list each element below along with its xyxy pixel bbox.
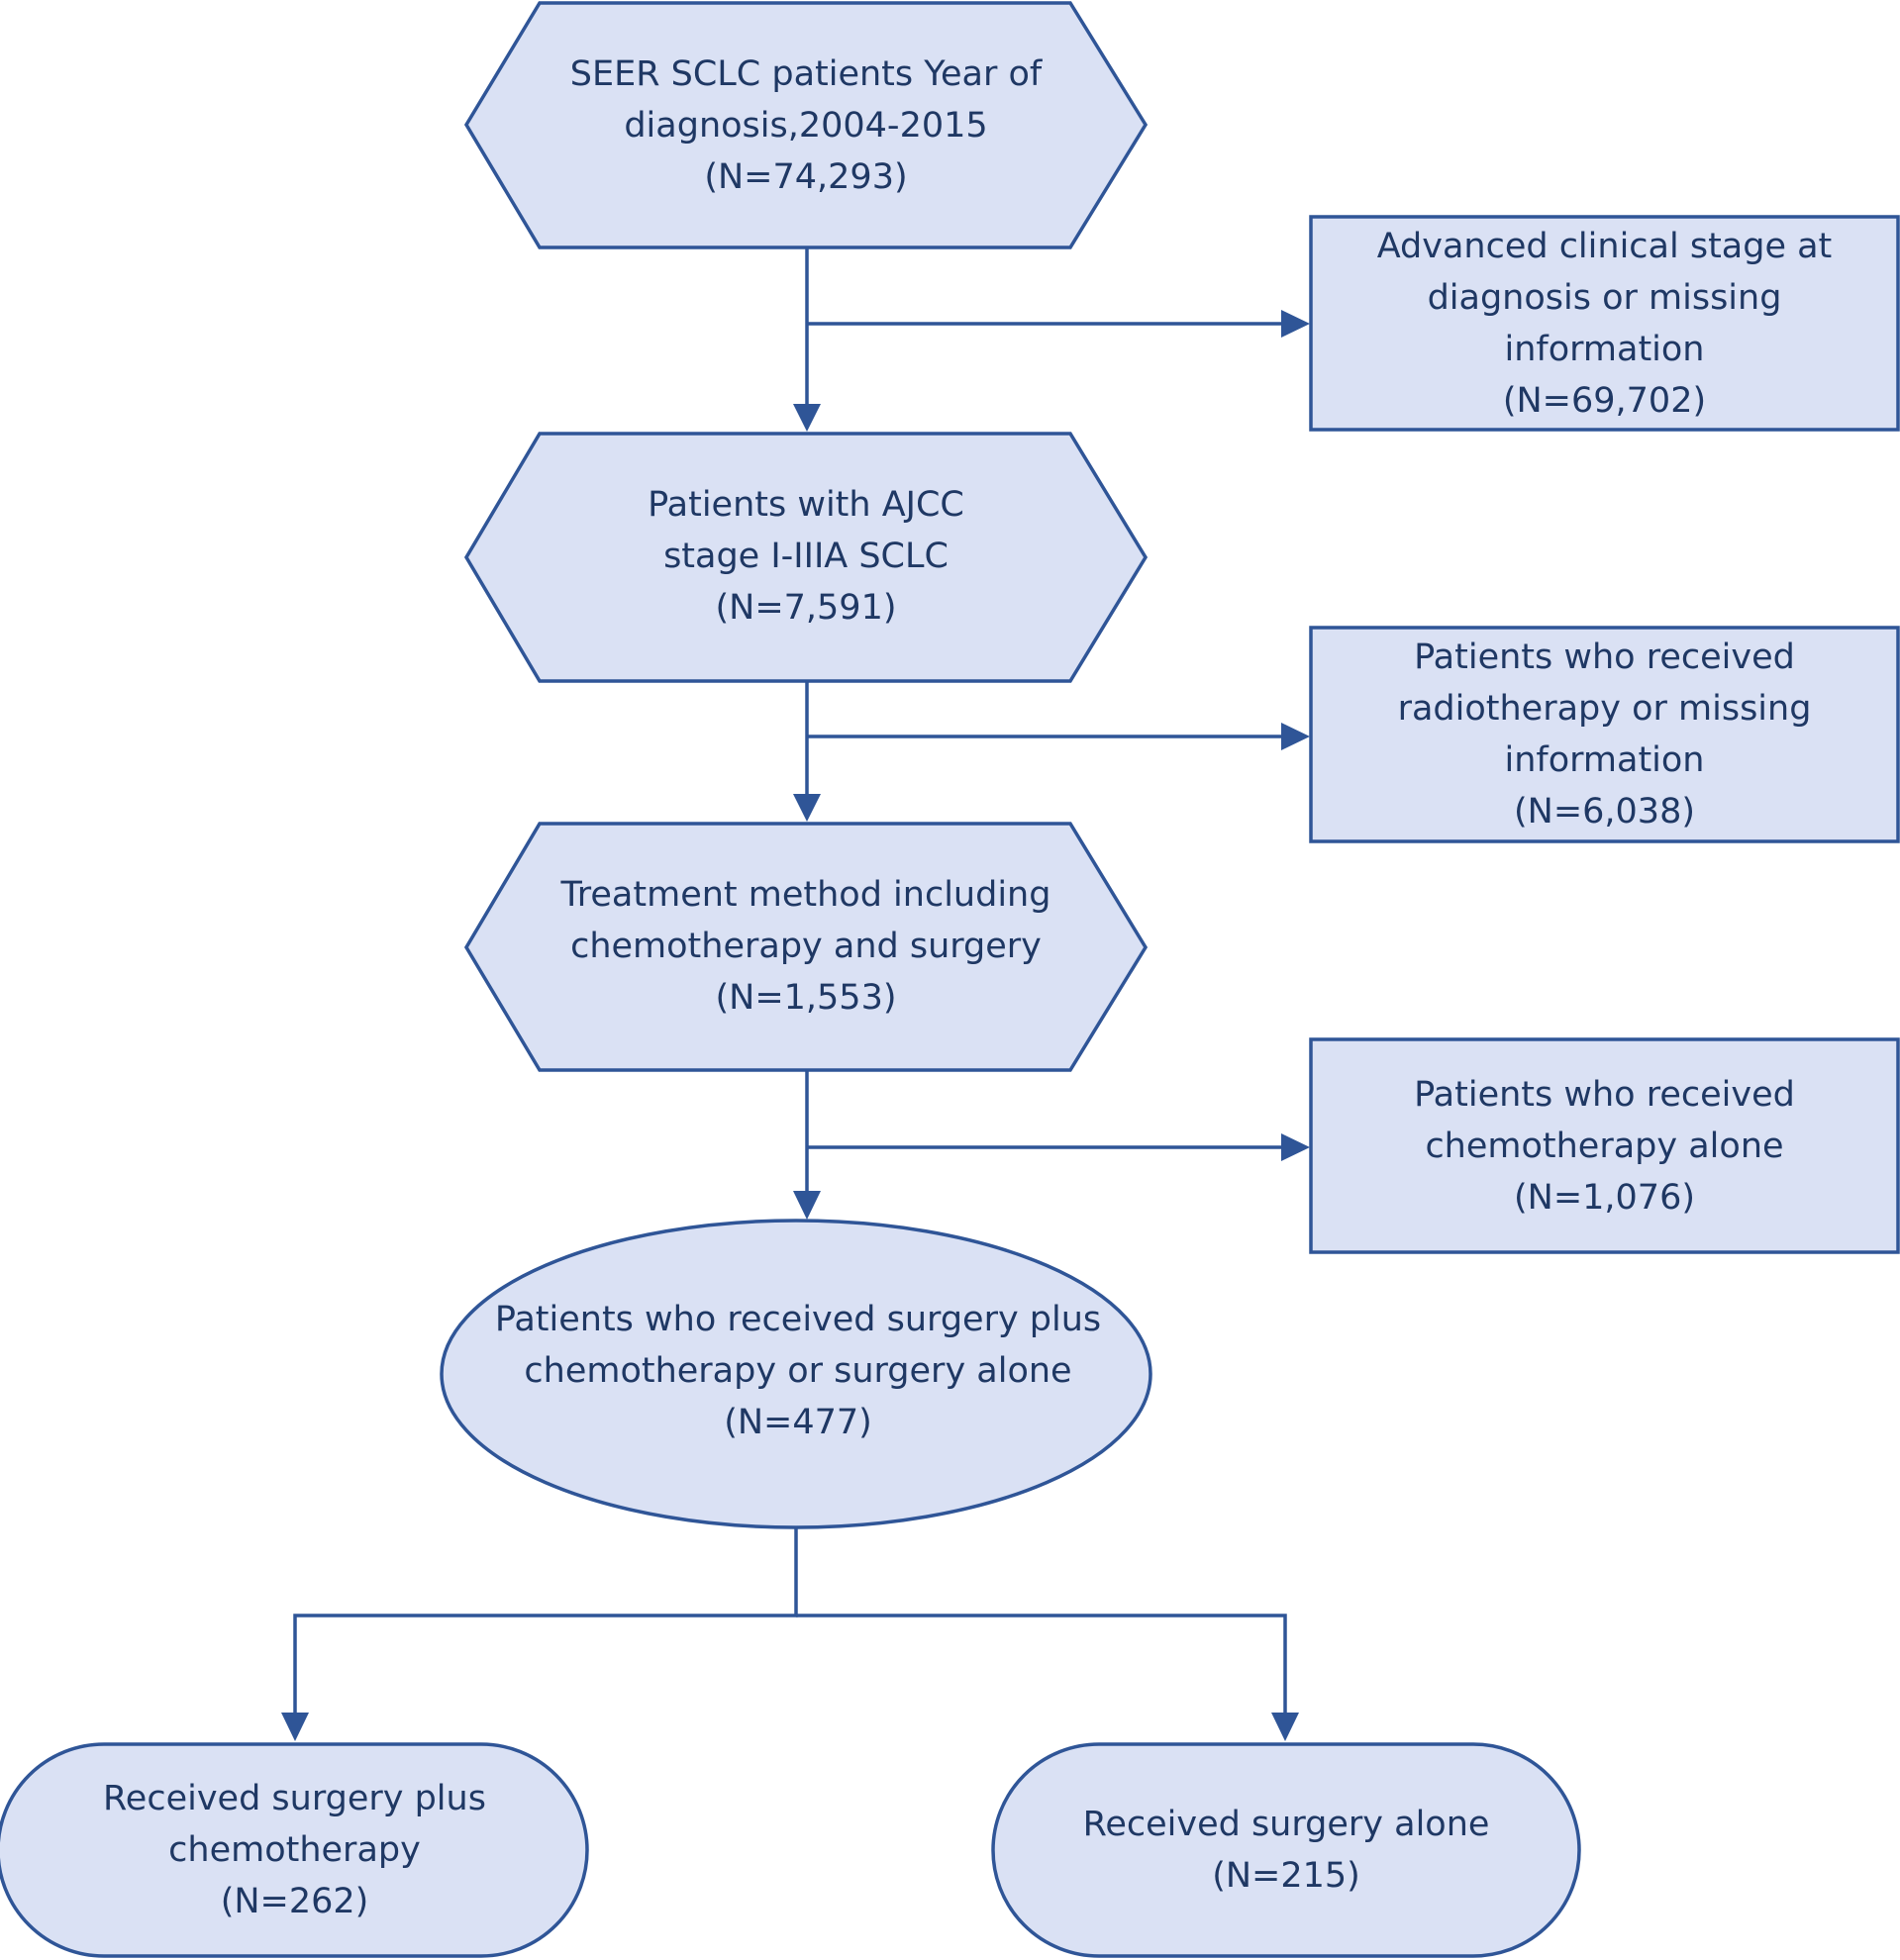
excl-chemo-node-label: Patients who received chemotherapy alone (… [1311, 1039, 1898, 1252]
ajcc-node-shape [463, 432, 1149, 683]
node-label-line: chemotherapy or surgery alone [524, 1351, 1072, 1391]
node-label-line: Patients who received [1414, 1074, 1795, 1115]
node-label-line: chemotherapy alone [1425, 1126, 1784, 1166]
edge-ajcc-excl-radio-arrowhead [1281, 723, 1310, 750]
node-label-line: information [1504, 740, 1705, 780]
node-label-line: (N=6,038) [1513, 792, 1695, 832]
node-label-line: (N=262) [220, 1882, 369, 1921]
node-label-line: stage I-IIIA SCLC [663, 537, 949, 576]
node-label-line: Received surgery plus [103, 1779, 486, 1818]
surg-alone-node-label: Received surgery alone (N=215) [993, 1746, 1579, 1954]
surg-chemo-node-shape [0, 1742, 589, 1958]
treatment-node-label: Treatment method including chemotherapy a… [476, 846, 1136, 1046]
edge-treatment-surgery-arrowhead [793, 1191, 821, 1220]
treatment-node-shape [463, 822, 1149, 1072]
node-label-line: Patients who received surgery plus [494, 1300, 1102, 1339]
node-label-line: chemotherapy [168, 1830, 421, 1870]
node-label-line: (N=69,702) [1502, 380, 1707, 421]
edge-surgery-surg-alone [796, 1614, 1287, 1715]
node-label-line: (N=1,553) [715, 978, 897, 1018]
node-label-line: Patients with AJCC [648, 485, 964, 525]
node-label-line: (N=477) [724, 1403, 872, 1442]
node-label-line: diagnosis,2004-2015 [624, 106, 988, 146]
edge-seer-ajcc-arrowhead [793, 404, 821, 432]
node-label-line: (N=1,076) [1513, 1177, 1695, 1218]
excl-stage-node-label: Advanced clinical stage at diagnosis or m… [1311, 217, 1898, 430]
node-label-line: Treatment method including [560, 875, 1051, 915]
excl-stage-node-shape [1309, 215, 1900, 432]
surg-alone-node-shape [991, 1742, 1581, 1958]
node-label-line: SEER SCLC patients Year of [569, 54, 1043, 94]
edge-seer-excl-stage-arrowhead [1281, 310, 1310, 338]
surg-chemo-node-label: Received surgery plus chemotherapy (N=262) [0, 1746, 589, 1954]
node-label-line: Received surgery alone [1082, 1805, 1490, 1844]
edge-surgery-surg-chemo-arrowhead [281, 1713, 309, 1741]
edge-surgery-surg-alone-arrowhead [1271, 1713, 1299, 1741]
seer-node-label: SEER SCLC patients Year of diagnosis,2004… [476, 26, 1136, 226]
node-label-line: chemotherapy and surgery [570, 927, 1042, 966]
node-label-line: (N=215) [1212, 1856, 1360, 1896]
ajcc-node-label: Patients with AJCC stage I-IIIA SCLC (N=7,… [476, 456, 1136, 656]
surgery-node-label: Patients who received surgery plus chemot… [461, 1272, 1135, 1470]
edge-surgery-split [293, 1527, 798, 1715]
node-label-line: Patients who received [1414, 637, 1795, 677]
excl-radio-node-shape [1309, 626, 1900, 843]
excl-chemo-node-shape [1309, 1037, 1900, 1254]
node-label-line: information [1504, 329, 1705, 369]
seer-node-shape [463, 1, 1149, 249]
excl-radio-node-label: Patients who received radiotherapy or mis… [1311, 628, 1898, 841]
node-label-line: radiotherapy or missing [1397, 689, 1812, 729]
node-label-line: diagnosis or missing [1427, 277, 1782, 318]
node-label-line: (N=74,293) [704, 157, 908, 197]
edge-treatment-excl-chemo-arrowhead [1281, 1133, 1310, 1161]
node-label-line: (N=7,591) [715, 588, 897, 628]
edge-ajcc-treatment-arrowhead [793, 794, 821, 822]
node-label-line: Advanced clinical stage at [1376, 226, 1833, 266]
